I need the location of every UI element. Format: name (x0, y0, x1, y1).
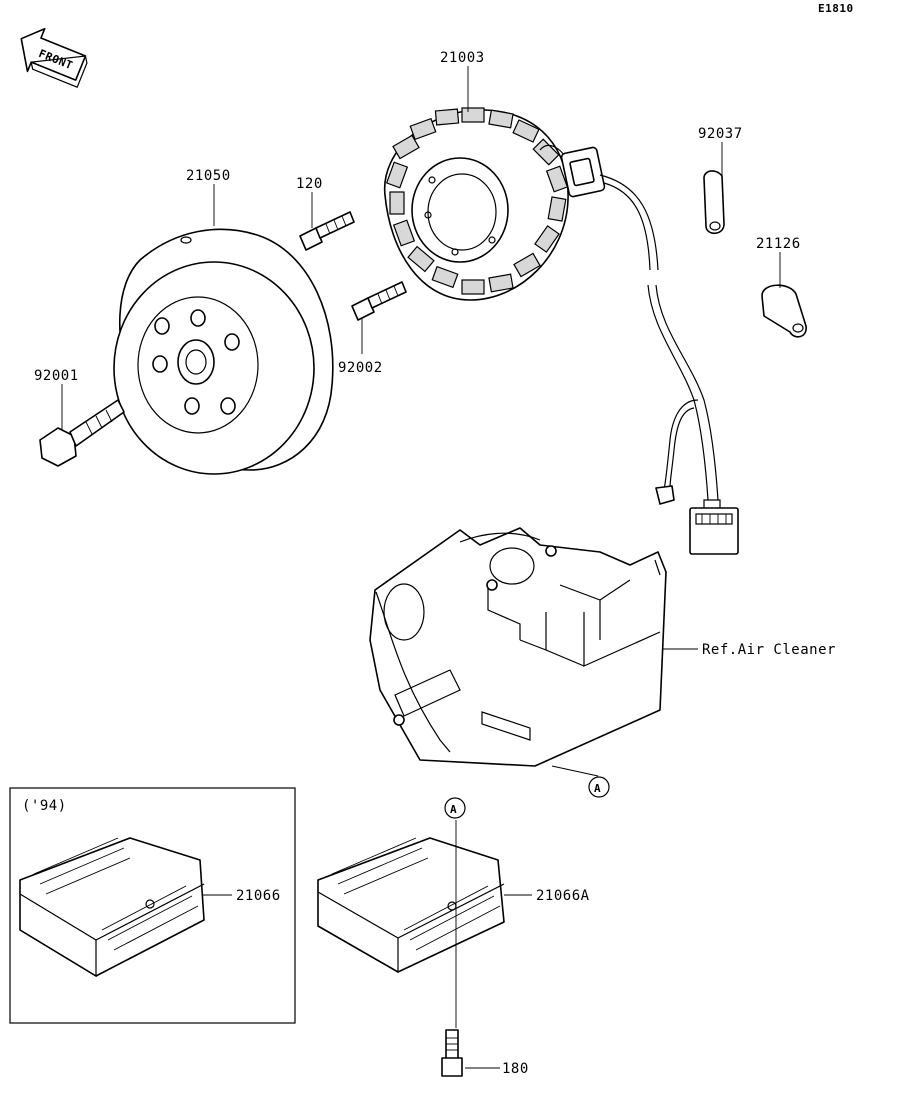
callout-a-text: A (594, 782, 601, 795)
label-180: 180 (502, 1061, 529, 1077)
label-92037: 92037 (698, 126, 743, 142)
bolt-120[interactable] (299, 211, 355, 251)
variant-94-box (9, 787, 296, 1024)
regulator-21066a[interactable] (317, 837, 505, 974)
label-120: 120 (296, 176, 323, 192)
clamp-21126[interactable] (761, 284, 807, 338)
callout-a-text: A (450, 803, 457, 816)
label-21066: 21066 (236, 888, 281, 904)
bolt-92002[interactable] (351, 281, 407, 321)
callout-a-housing: A (588, 776, 610, 798)
label-21050: 21050 (186, 168, 231, 184)
label-92002: 92002 (338, 360, 383, 376)
flywheel-21050[interactable] (113, 228, 334, 475)
label-92001: 92001 (34, 368, 79, 384)
label-21003: 21003 (440, 50, 485, 66)
label-ref-air-cleaner: Ref.Air Cleaner (702, 642, 836, 658)
clamp-92037[interactable] (703, 170, 725, 235)
air-cleaner-housing (369, 527, 667, 767)
stator-21003[interactable] (383, 107, 569, 301)
leader-lines (61, 66, 781, 1069)
label-21066a: 21066A (536, 888, 590, 904)
bolt-180[interactable] (441, 1029, 463, 1077)
variant-year-label: ('94) (22, 798, 67, 814)
regulator-21066[interactable] (19, 837, 205, 978)
bolt-92001[interactable] (39, 399, 125, 467)
diagram-id: E1810 (818, 2, 854, 15)
wiring-harness (539, 144, 739, 555)
front-arrow-icon: FRONT (20, 27, 88, 88)
label-21126: 21126 (756, 236, 801, 252)
callout-a-regulator: A (444, 797, 466, 819)
